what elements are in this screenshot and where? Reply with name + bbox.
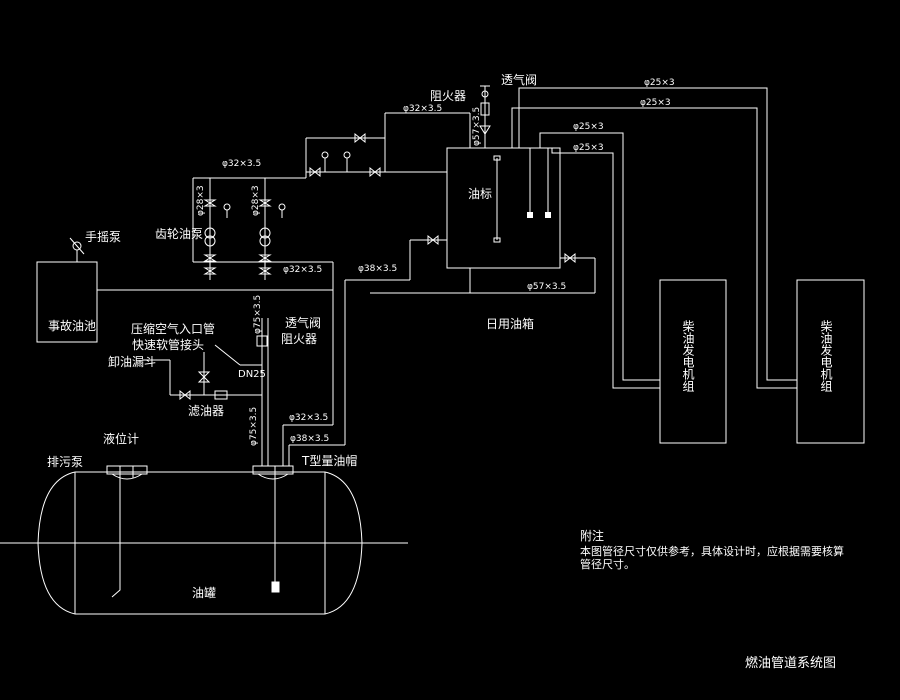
note-line-2: 管径尺寸。 bbox=[580, 557, 635, 571]
oil-tank-label: 油罐 bbox=[192, 586, 216, 600]
drain-pump-label: 排污泵 bbox=[47, 455, 83, 469]
generator-sets bbox=[511, 87, 865, 444]
dn25-label: DN25 bbox=[238, 369, 266, 380]
oil-tank bbox=[0, 465, 408, 615]
pipe-size-p32-top: φ32×3.5 bbox=[403, 104, 442, 114]
pipe-size-p75-a: φ75×3.5 bbox=[253, 295, 263, 334]
unloading-assembly bbox=[142, 335, 268, 401]
equipment-labels: 油罐 日用油箱 事故油池 油标 柴油发电机组 柴油发电机组 bbox=[48, 187, 833, 600]
unload-funnel-label: 卸油漏斗 bbox=[108, 354, 156, 369]
compressed-air-label: 压缩空气入口管 bbox=[131, 321, 215, 336]
vent-valve-mid-label: 透气阀 bbox=[285, 315, 321, 330]
generator-1-label: 柴油发电机组 bbox=[681, 320, 695, 392]
pipe-size-labels: φ32×3.5 φ32×3.5 φ32×3.5 φ38×3.5 φ57×3.5 … bbox=[196, 78, 675, 446]
pipe-size-p25-c: φ25×3 bbox=[573, 122, 604, 132]
level-gauge-label: 液位计 bbox=[103, 431, 139, 446]
oil-gauge-label: 油标 bbox=[468, 187, 492, 201]
generator-2 bbox=[796, 279, 865, 444]
accident-pool bbox=[36, 237, 98, 343]
quick-hose-label: 快速软管接头 bbox=[132, 337, 204, 352]
pipe-size-p32-left: φ32×3.5 bbox=[222, 159, 261, 169]
generator-1 bbox=[659, 279, 727, 444]
gear-pump-label: 齿轮油泵 bbox=[155, 227, 203, 241]
hand-pump-label: 手摇泵 bbox=[85, 230, 121, 244]
flame-arrester-top-label: 阻火器 bbox=[430, 89, 466, 103]
pipe-size-p25-b: φ25×3 bbox=[640, 98, 671, 108]
note-line-1: 本图管径尺寸仅供参考，具体设计时，应根据需要核算 bbox=[580, 544, 844, 558]
pipe-size-p25-d: φ25×3 bbox=[573, 143, 604, 153]
daily-tank-label: 日用油箱 bbox=[486, 316, 534, 331]
accident-pool-label: 事故油池 bbox=[48, 318, 96, 333]
pipe-size-p75-b: φ75×3.5 bbox=[249, 407, 259, 446]
pipe-size-p32-low: φ32×3.5 bbox=[289, 413, 328, 423]
generator-2-label: 柴油发电机组 bbox=[819, 320, 833, 392]
t-cap-label: T型量油帽 bbox=[301, 453, 357, 468]
pipe-size-p32-mid: φ32×3.5 bbox=[283, 265, 322, 275]
pipe-size-p28-a: φ28×3 bbox=[196, 185, 206, 216]
component-labels: 手摇泵 齿轮油泵 透气阀 阻火器 透气阀 阻火器 压缩空气入口管 快速软管接头 … bbox=[47, 72, 537, 469]
pipe-size-p38-mid: φ38×3.5 bbox=[358, 264, 397, 274]
pipe-size-p28-b: φ28×3 bbox=[251, 185, 261, 216]
gear-pumps bbox=[203, 132, 576, 280]
daily-tank bbox=[446, 90, 561, 269]
pipe-size-p57-bottom: φ57×3.5 bbox=[527, 282, 566, 292]
vent-valve-top-label: 透气阀 bbox=[501, 72, 537, 87]
pipes-tank-to-daily bbox=[97, 85, 596, 466]
pipe-size-p25-a: φ25×3 bbox=[644, 78, 675, 88]
oil-filter-label: 滤油器 bbox=[188, 404, 224, 418]
notes: 附注 本图管径尺寸仅供参考，具体设计时，应根据需要核算 管径尺寸。 bbox=[580, 528, 844, 571]
flame-arrester-mid-label: 阻火器 bbox=[281, 332, 317, 346]
pipe-size-p57-vert: φ57×3.5 bbox=[472, 107, 482, 146]
diagram-title: 燃油管道系统图 bbox=[745, 655, 836, 671]
pipe-size-p38-low: φ38×3.5 bbox=[290, 434, 329, 444]
note-heading: 附注 bbox=[580, 528, 604, 543]
